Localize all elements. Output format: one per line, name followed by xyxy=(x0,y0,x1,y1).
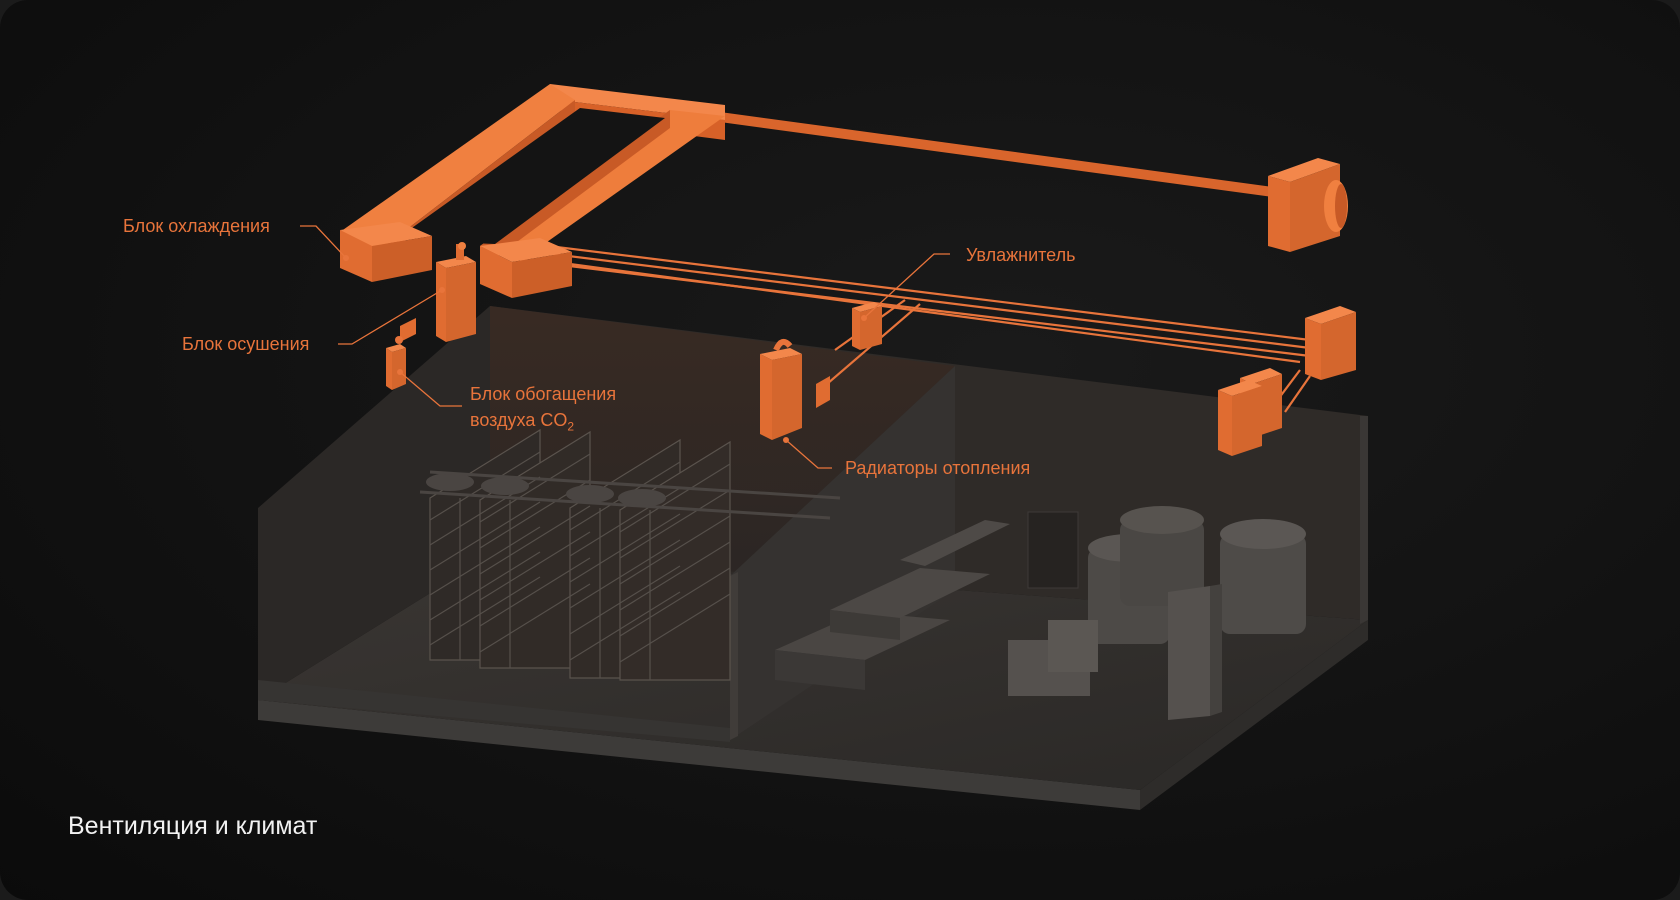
humidifier-unit xyxy=(852,302,882,350)
dehumidifier-unit xyxy=(436,242,476,342)
radiator-unit xyxy=(760,338,830,440)
back-left-wall xyxy=(258,306,490,700)
front-left-wall xyxy=(258,680,730,742)
cooling-frame xyxy=(340,84,725,298)
right-units xyxy=(1218,306,1356,456)
leader-radiators xyxy=(785,439,832,469)
fan-unit xyxy=(1268,158,1348,252)
label-cooling-unit: Блок охлаждения xyxy=(123,216,270,236)
small-valve xyxy=(400,318,416,342)
rack-fans xyxy=(426,473,666,507)
label-co2-line1: Блок обогащения xyxy=(470,384,617,404)
figure-caption: Вентиляция и климат xyxy=(68,812,318,840)
label-humidifier: Увлажнитель xyxy=(966,245,1076,265)
right-room-equipment xyxy=(775,506,1306,720)
leader-cooling xyxy=(300,225,347,259)
label-radiators: Радиаторы отопления xyxy=(845,458,1031,478)
slab-right-face xyxy=(1140,620,1368,810)
slab-left-face xyxy=(258,700,1140,810)
hvac-system xyxy=(340,84,1356,456)
building xyxy=(258,306,1368,810)
room-pipes xyxy=(419,470,841,520)
co2-unit xyxy=(386,336,406,390)
main-duct xyxy=(720,112,1280,198)
supply-lines xyxy=(499,238,1311,413)
leader-humidifier xyxy=(863,253,950,319)
partition-wall-edge xyxy=(730,572,738,740)
label-dehumidifier: Блок осушения xyxy=(182,334,310,354)
leader-dehumid xyxy=(338,289,443,345)
label-co2-line2: воздуха CO2 xyxy=(470,410,575,434)
label-co2-unit: Блок обогащения воздуха CO2 xyxy=(470,381,616,440)
leader-lines xyxy=(300,225,950,469)
leader-co2 xyxy=(399,371,462,407)
right-wall xyxy=(1360,416,1368,624)
